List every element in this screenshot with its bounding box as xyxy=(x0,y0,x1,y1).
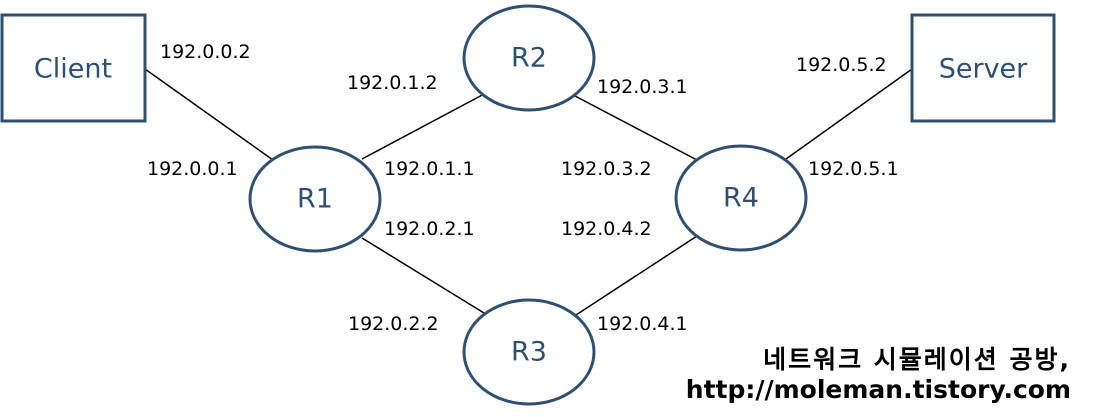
credit-url: http://moleman.tistory.com xyxy=(685,375,1071,404)
r1-label: R1 xyxy=(297,184,333,215)
router-r1: R1 xyxy=(248,145,382,253)
server-label: Server xyxy=(939,54,1028,85)
link-r1-r2 xyxy=(361,92,487,160)
router-r4: R4 xyxy=(674,144,808,252)
router-r2: R2 xyxy=(462,4,596,112)
client-label: Client xyxy=(34,54,112,85)
ip-r3-r1-side: 192.0.2.2 xyxy=(348,313,439,335)
link-client-r1 xyxy=(144,68,274,161)
client-box xyxy=(0,13,147,123)
r2-label: R2 xyxy=(511,43,547,74)
link-r3-r4 xyxy=(575,235,698,316)
server-box xyxy=(910,13,1056,123)
r1-shape xyxy=(248,145,382,253)
ip-r2-r1-side: 192.0.1.2 xyxy=(347,72,438,94)
link-r2-r4 xyxy=(574,95,698,161)
links xyxy=(144,68,913,316)
ip-r4-r3-side: 192.0.4.2 xyxy=(561,218,652,240)
r4-shape xyxy=(674,144,808,252)
ip-server-side: 192.0.5.2 xyxy=(796,54,887,76)
r3-label: R3 xyxy=(511,337,547,368)
credit-title: 네트워크 시뮬레이션 공방, xyxy=(763,345,1071,374)
ip-labels: 192.0.0.2 192.0.0.1 192.0.1.2 192.0.1.1 … xyxy=(147,41,899,335)
ip-r4-server-side: 192.0.5.1 xyxy=(808,158,899,180)
client-node: Client xyxy=(0,13,147,123)
ip-r1-r2-side: 192.0.1.1 xyxy=(384,158,475,180)
link-server-r4 xyxy=(785,68,913,160)
router-r3: R3 xyxy=(462,298,596,406)
ip-r2-r4-side: 192.0.3.1 xyxy=(597,76,688,98)
server-node: Server xyxy=(910,13,1056,123)
ip-client-side: 192.0.0.2 xyxy=(160,41,251,63)
r2-shape xyxy=(462,4,596,112)
ip-r3-r4-side: 192.0.4.1 xyxy=(597,313,688,335)
ip-r1-r3-side: 192.0.2.1 xyxy=(384,218,475,240)
ip-r4-r2-side: 192.0.3.2 xyxy=(561,158,652,180)
link-r1-r3 xyxy=(361,237,485,314)
r3-shape xyxy=(462,298,596,406)
r4-label: R4 xyxy=(723,183,759,214)
ip-r1-client-side: 192.0.0.1 xyxy=(147,158,238,180)
